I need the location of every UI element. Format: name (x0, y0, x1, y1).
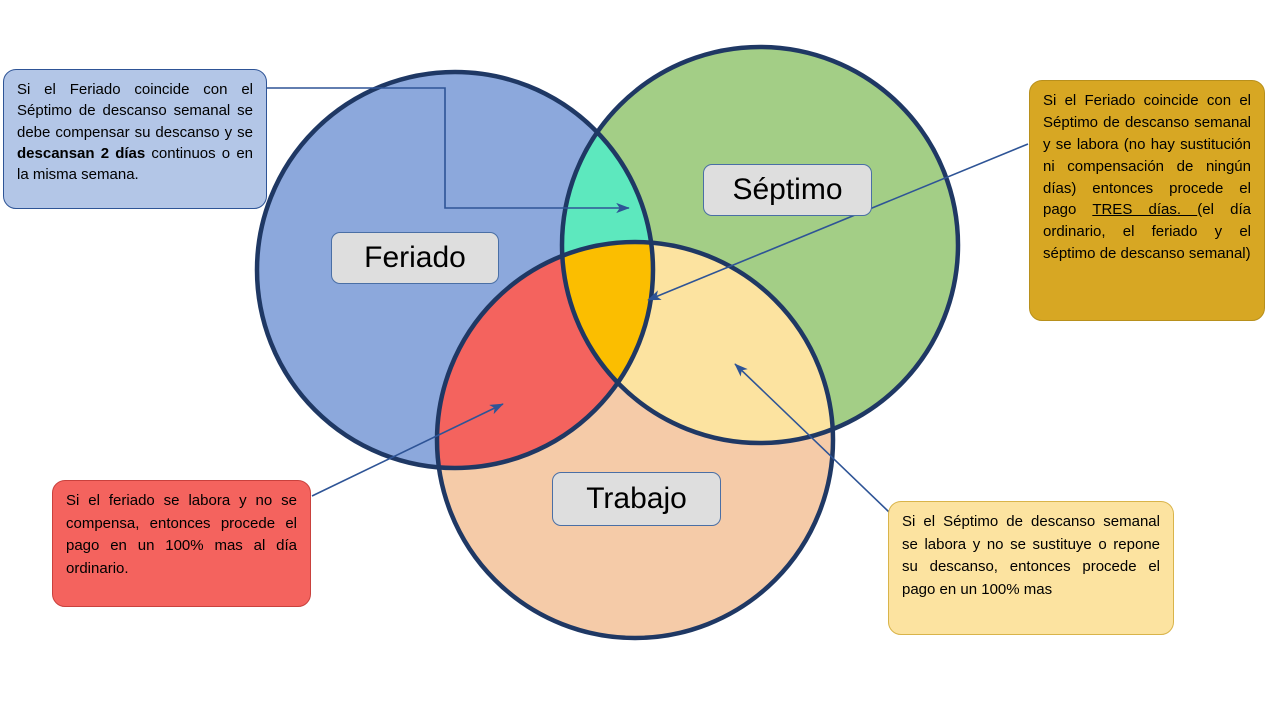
callout-all-three-text: Si el Feriado coincide con el Séptimo de… (1043, 90, 1251, 265)
callout-tr-part2: (el día ordinario, el feriado y el sépti… (1043, 201, 1251, 263)
callout-tl-part1: Si el Feriado coincide con el Séptimo de… (17, 81, 253, 141)
callout-septimo-trabajo-text: Si el Séptimo de descanso semanal se lab… (902, 513, 1160, 598)
connector-top-right (647, 143, 1029, 301)
circle-label-septimo-text: Séptimo (732, 173, 843, 206)
circle-label-septimo[interactable]: Séptimo (703, 164, 872, 216)
callout-all-three[interactable]: Si el Feriado coincide con el Séptimo de… (1029, 80, 1265, 321)
circle-septimo-outline[interactable] (559, 44, 961, 446)
circle-feriado-outline[interactable] (254, 69, 656, 471)
circle-label-feriado[interactable]: Feriado (331, 232, 499, 284)
connector-bottom-left (311, 403, 504, 497)
callout-feriado-septimo[interactable]: Si el Feriado coincide con el Séptimo de… (3, 69, 267, 209)
circle-label-trabajo[interactable]: Trabajo (552, 472, 721, 526)
callout-tr-underline: TRES días. (1092, 201, 1198, 219)
circle-label-feriado-text: Feriado (364, 241, 466, 274)
callout-tl-part2: continuos o en la misma semana. (17, 144, 254, 184)
callout-septimo-trabajo[interactable]: Si el Séptimo de descanso semanal se lab… (888, 501, 1174, 635)
circle-label-trabajo-text: Trabajo (586, 482, 687, 515)
callout-feriado-trabajo-text: Si el feriado se labora y no se compensa… (66, 492, 297, 577)
connector-top-left (267, 87, 630, 214)
callout-tr-part1: Si el Feriado coincide con el Séptimo de… (1043, 92, 1251, 219)
circle-trabajo-outline[interactable] (434, 239, 836, 641)
callout-tl-bold: descansan 2 días (17, 144, 146, 162)
connector-bottom-right (734, 363, 890, 513)
callout-feriado-septimo-text: Si el Feriado coincide con el Séptimo de… (17, 79, 253, 185)
callout-feriado-trabajo[interactable]: Si el feriado se labora y no se compensa… (52, 480, 311, 607)
